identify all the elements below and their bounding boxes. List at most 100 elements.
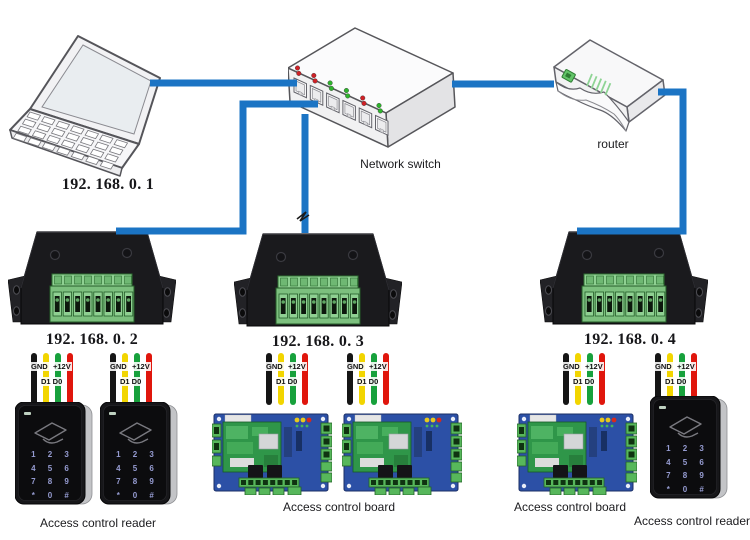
keypad-key: #: [64, 490, 69, 500]
wire-12v: [67, 353, 73, 405]
laptop-key: [89, 148, 105, 158]
keypad-key: 2: [132, 450, 138, 460]
keypad-key: 8: [682, 471, 688, 481]
converter-3-icon: [540, 231, 708, 325]
board-label-right: Access control board: [513, 500, 627, 514]
keypad-key: 5: [47, 463, 53, 473]
keypad-key: 5: [132, 463, 138, 473]
access-control-board-icon: [517, 413, 637, 495]
gnd-label: GND: [562, 362, 581, 371]
laptop-key: [99, 160, 115, 170]
power-label: +12V: [131, 362, 151, 371]
keypad-key: 3: [64, 450, 69, 460]
laptop-key: [27, 137, 42, 147]
keypad-key: #: [149, 490, 154, 500]
keypad-key: 7: [666, 471, 671, 481]
keypad-key: 1: [666, 444, 671, 454]
converter-1-ip-label: 192. 168. 0. 2: [45, 331, 139, 348]
keypad-key: 4: [31, 463, 36, 473]
wiring-harness: GND D1 D0 +12V: [654, 353, 699, 407]
laptop-key: [26, 111, 42, 121]
wire-12v: [691, 353, 697, 405]
keypad-key: 6: [149, 463, 154, 473]
laptop-key: [79, 137, 95, 147]
keypad-key: 0: [682, 484, 688, 494]
data-label: D1 D0: [275, 377, 299, 386]
reader-label-right: Access control reader: [633, 514, 750, 528]
laptop-key: [17, 125, 32, 135]
laptop-key: [69, 125, 85, 135]
wire-gnd: [31, 353, 37, 405]
access-control-board-icon: [342, 413, 462, 495]
laptop-key: [31, 130, 47, 140]
keypad-key: 9: [149, 477, 154, 487]
keypad-key: 5: [682, 457, 688, 467]
gnd-label: GND: [654, 362, 673, 371]
laptop-key: [40, 116, 56, 126]
laptop-key: [41, 142, 57, 152]
power-label: +12V: [52, 362, 72, 371]
wiring-harness: GND D1 D0 +12V: [109, 353, 154, 407]
keypad-key: 1: [31, 450, 36, 460]
wire-12v: [302, 353, 308, 405]
cable-break-mark: [296, 211, 310, 222]
reader-label-left: Access control reader: [39, 516, 157, 530]
laptop-key: [104, 153, 119, 163]
keypad-key: 0: [47, 490, 53, 500]
keypad-key: #: [699, 484, 704, 494]
laptop-key: [70, 151, 86, 161]
keypad-key: 2: [682, 444, 688, 454]
keypad-key: *: [31, 490, 35, 500]
data-label: D1 D0: [572, 377, 596, 386]
power-label: +12V: [584, 362, 604, 371]
keypad-key: 8: [47, 477, 53, 487]
keypad-key: 4: [666, 457, 671, 467]
laptop-key: [85, 155, 100, 165]
laptop-key: [21, 118, 37, 128]
router-label: router: [597, 137, 629, 151]
gnd-label: GND: [109, 362, 128, 371]
wire-gnd: [655, 353, 661, 405]
data-label: D1 D0: [119, 377, 143, 386]
laptop-key: [94, 141, 110, 151]
keypad-key: 4: [116, 463, 121, 473]
keypad-key: 0: [132, 490, 138, 500]
network-switch-label: Network switch: [360, 157, 441, 171]
router-led-icon: [561, 69, 576, 83]
wire-12v: [599, 353, 605, 405]
network-switch-icon: [288, 27, 456, 148]
converter-1-icon: [8, 231, 176, 325]
laptop-key: [98, 134, 114, 144]
laptop-key: [50, 127, 66, 137]
keypad-key: 7: [116, 477, 121, 487]
keypad-key: 7: [31, 477, 36, 487]
keypad-key: 3: [699, 444, 704, 454]
keypad-key: 6: [699, 457, 704, 467]
wire-gnd: [110, 353, 116, 405]
gnd-label: GND: [346, 362, 365, 371]
laptop-key: [75, 144, 90, 154]
gnd-label: GND: [30, 362, 49, 371]
power-label: +12V: [368, 362, 388, 371]
keypad-key: 9: [699, 471, 704, 481]
converter-2-icon: [234, 233, 402, 327]
access-control-reader: 1 2 3 4 5 6 7 8 9 * 0 #: [649, 395, 728, 500]
board-label-center: Access control board: [282, 500, 396, 514]
laptop-key: [36, 123, 52, 133]
wire-gnd: [347, 353, 353, 405]
wiring-harness: GND D1 D0 +12V: [346, 353, 391, 407]
keypad-key: *: [666, 484, 670, 494]
wire-gnd: [563, 353, 569, 405]
keypad-key: 3: [149, 450, 154, 460]
keypad-key: 1: [116, 450, 121, 460]
laptop-key: [56, 146, 71, 156]
data-label: D1 D0: [664, 377, 688, 386]
reader-keypad: 1 2 3 4 5 6 7 8 9 * 0 #: [660, 442, 710, 496]
wire-12v: [146, 353, 152, 405]
converter-3-ip-label: 192. 168. 0. 4: [583, 331, 677, 348]
